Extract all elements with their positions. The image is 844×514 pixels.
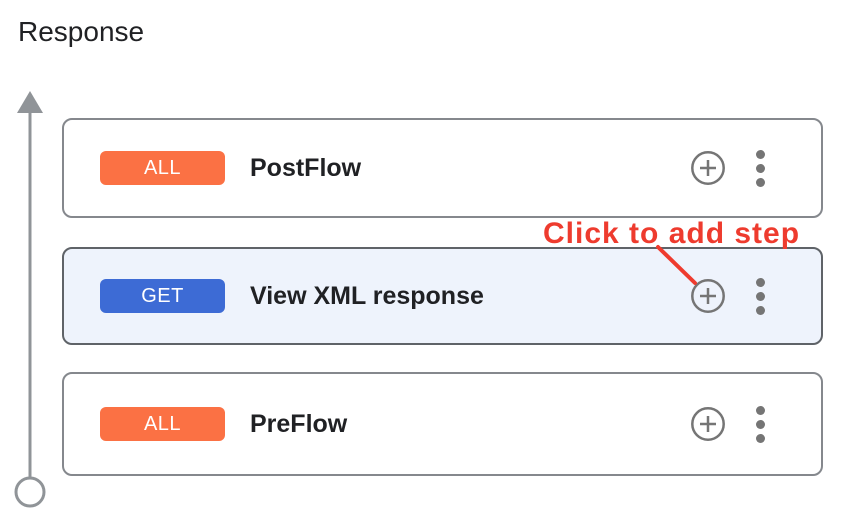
flow-direction-arrow [14, 91, 46, 508]
method-badge: ALL [100, 151, 225, 185]
flow-card-preflow[interactable]: ALL PreFlow [62, 372, 823, 476]
plus-circle-icon [691, 151, 725, 185]
three-dot-menu-icon [756, 405, 765, 443]
annotation-click-to-add-step: Click to add step [543, 217, 801, 250]
add-step-button[interactable] [689, 149, 727, 187]
method-badge: GET [100, 279, 225, 313]
three-dot-menu-icon [756, 277, 765, 315]
flow-card-view-xml-response[interactable]: GET View XML response [62, 247, 823, 345]
flow-card-postflow[interactable]: ALL PostFlow [62, 118, 823, 218]
more-options-button[interactable] [756, 149, 765, 187]
flow-card-label: PreFlow [250, 409, 348, 438]
plus-circle-icon [691, 407, 725, 441]
three-dot-menu-icon [756, 149, 765, 187]
plus-circle-icon [691, 279, 725, 313]
add-step-button[interactable] [689, 405, 727, 443]
arrowhead-up-icon [17, 91, 43, 113]
flow-start-circle-icon [14, 476, 46, 508]
method-badge: ALL [100, 407, 225, 441]
add-step-button[interactable] [689, 277, 727, 315]
flow-card-label: PostFlow [250, 153, 362, 182]
more-options-button[interactable] [756, 405, 765, 443]
page-title: Response [18, 16, 145, 47]
more-options-button[interactable] [756, 277, 765, 315]
flow-card-label: View XML response [250, 281, 484, 310]
